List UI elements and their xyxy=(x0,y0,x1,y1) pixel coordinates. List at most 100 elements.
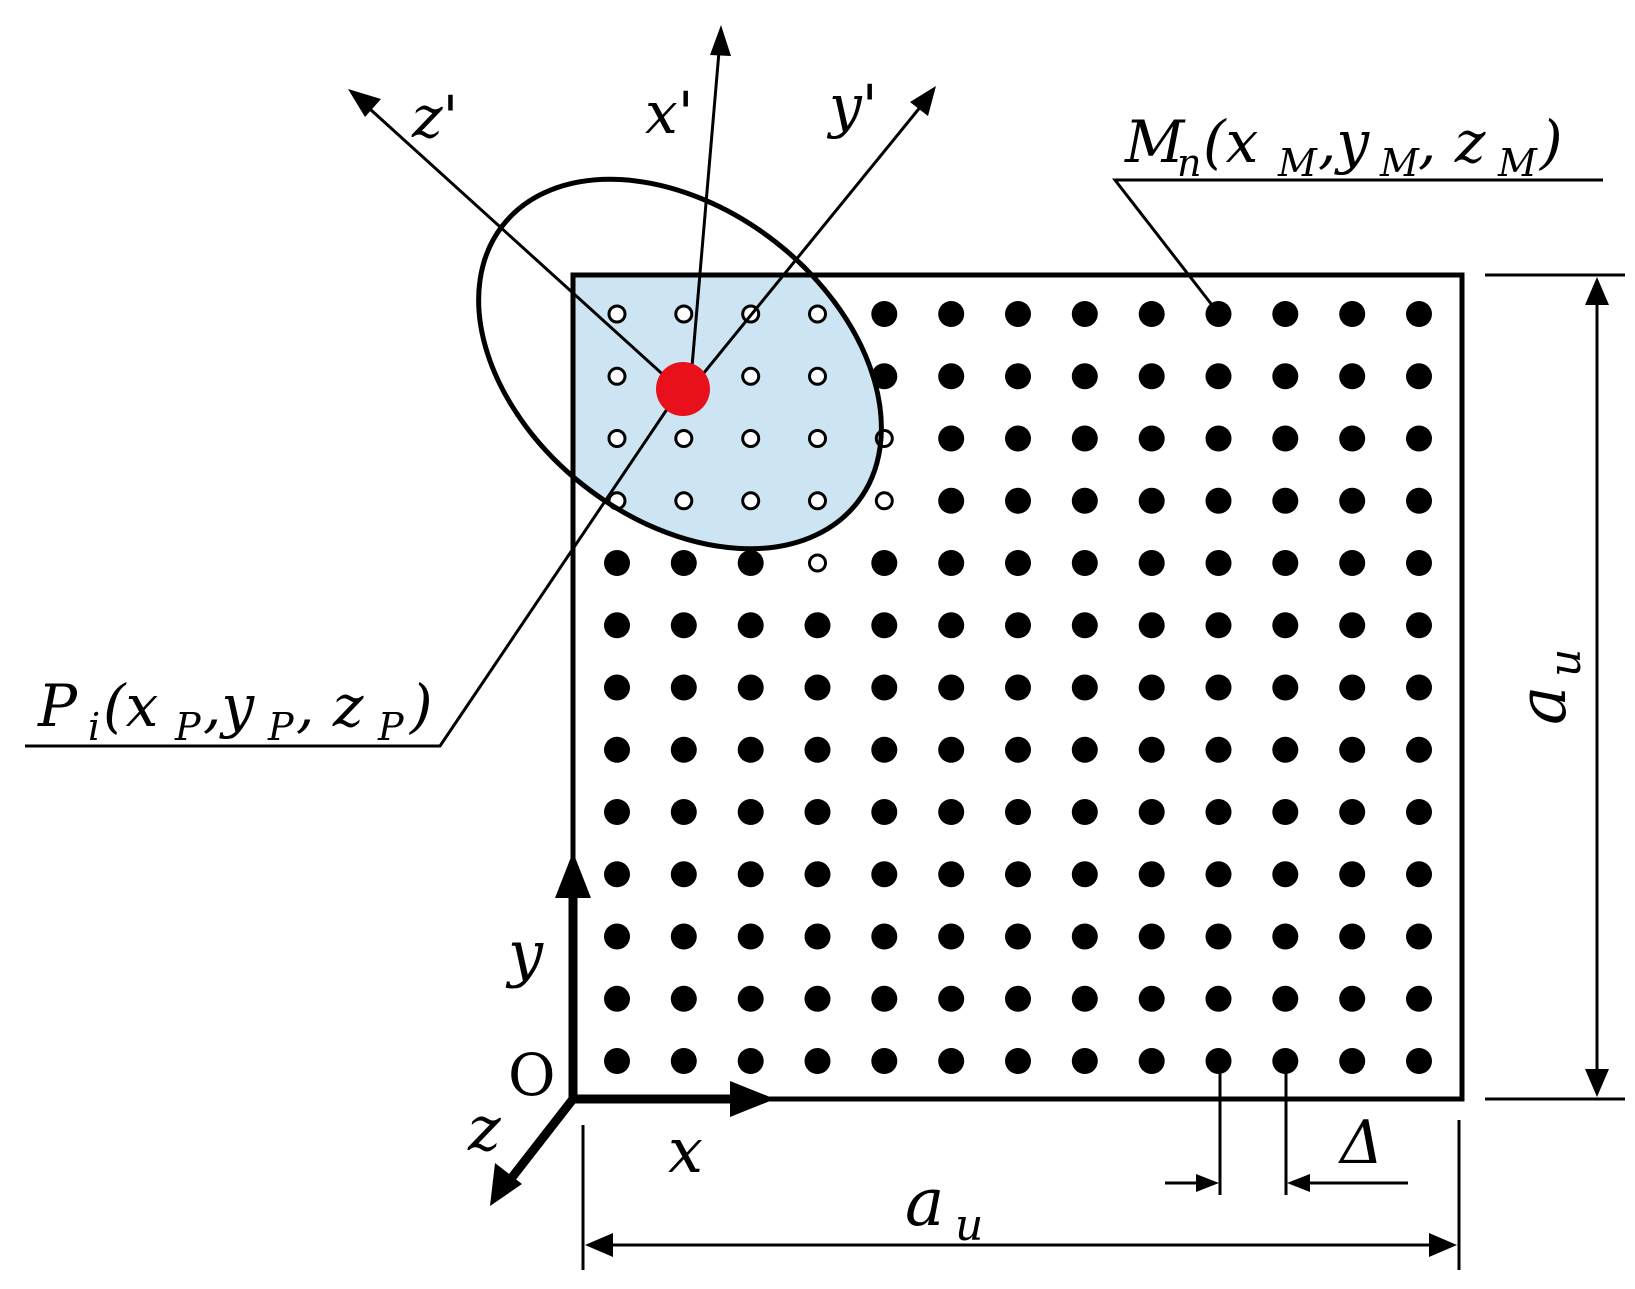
grid-point xyxy=(1071,363,1098,390)
grid-point xyxy=(1138,363,1165,390)
p-sub: i xyxy=(88,705,100,749)
y-axis-label: y xyxy=(505,917,544,990)
grid-point xyxy=(1205,1048,1232,1074)
grid-point xyxy=(1272,550,1299,576)
grid-point xyxy=(1205,799,1232,825)
grid-point xyxy=(938,923,965,950)
grid-point xyxy=(1272,736,1299,763)
grid-point xyxy=(1205,985,1232,1012)
grid-point xyxy=(871,736,898,763)
delta-arrow-left xyxy=(1196,1174,1219,1192)
grid-point xyxy=(1005,736,1031,763)
grid-point xyxy=(1138,923,1165,950)
grid-point-open xyxy=(741,491,761,511)
grid-point xyxy=(871,674,898,701)
x-prime-label: x' xyxy=(645,79,694,147)
grid-point xyxy=(804,674,831,701)
m-comma2: , z xyxy=(1418,108,1486,176)
x-axis-arrowhead xyxy=(730,1081,775,1117)
grid-point xyxy=(1339,923,1366,950)
grid-point xyxy=(1071,487,1098,514)
grid-point xyxy=(1272,301,1299,327)
grid-point xyxy=(1339,301,1366,327)
grid-point-open xyxy=(674,491,694,511)
z-prime-axis xyxy=(358,98,682,392)
grid-point xyxy=(1005,985,1031,1012)
bottom-dim-arrow-right xyxy=(1429,1233,1457,1257)
grid-point xyxy=(1138,736,1165,763)
grid-point xyxy=(1138,612,1165,639)
grid-point xyxy=(1272,861,1299,888)
grid-point xyxy=(1406,612,1432,639)
grid-point xyxy=(737,550,764,576)
grid-point xyxy=(604,674,630,701)
grid-point xyxy=(670,736,697,763)
grid-point xyxy=(1272,363,1299,390)
grid-point-open xyxy=(607,304,627,324)
grid-point xyxy=(938,1048,965,1074)
grid-point xyxy=(871,799,898,825)
grid-point xyxy=(938,487,965,514)
grid-point xyxy=(1272,487,1299,514)
grid-point xyxy=(1005,612,1031,639)
grid-point xyxy=(737,1048,764,1074)
grid-point xyxy=(1339,985,1366,1012)
grid-point xyxy=(1005,674,1031,701)
x-prime-axis xyxy=(688,39,722,391)
grid-point xyxy=(737,612,764,639)
grid-point xyxy=(1071,550,1098,576)
grid-point xyxy=(1071,301,1098,327)
p-close: ) xyxy=(408,672,433,740)
z-prime-label: z' xyxy=(411,83,459,151)
grid-point xyxy=(1138,425,1165,452)
grid-point xyxy=(1339,612,1366,639)
grid-point xyxy=(1071,425,1098,452)
p-comma2: , z xyxy=(296,672,364,740)
grid-point xyxy=(804,1048,831,1074)
p-main: P xyxy=(37,672,78,740)
grid-point xyxy=(1406,736,1432,763)
grid-point xyxy=(1005,1048,1031,1074)
p-open: (x xyxy=(103,672,158,740)
grid-point xyxy=(1205,487,1232,514)
grid-point-open xyxy=(607,366,627,386)
grid-point xyxy=(670,985,697,1012)
grid-point xyxy=(1138,985,1165,1012)
grid-point xyxy=(938,736,965,763)
global-axes xyxy=(490,852,775,1206)
grid-point xyxy=(670,612,697,639)
grid-point xyxy=(938,425,965,452)
grid-point xyxy=(938,363,965,390)
grid-point xyxy=(1406,674,1432,701)
leader-lines xyxy=(25,178,1603,748)
right-dim-main: a xyxy=(1504,686,1581,725)
grid-point xyxy=(938,799,965,825)
grid-point xyxy=(670,550,697,576)
grid-point xyxy=(1138,861,1165,888)
grid-point xyxy=(1071,1048,1098,1074)
grid-point-open xyxy=(808,304,827,324)
grid-point xyxy=(1138,674,1165,701)
grid-point xyxy=(1205,612,1232,639)
grid-point xyxy=(871,861,898,888)
grid-point xyxy=(604,612,630,639)
grid-point xyxy=(804,985,831,1012)
dimension-lines xyxy=(581,273,1625,1270)
grid-point xyxy=(670,1048,697,1074)
p-sub-y: P xyxy=(267,705,295,749)
m-sub-z: M xyxy=(1497,141,1538,185)
grid-point xyxy=(1272,674,1299,701)
origin-label: O xyxy=(508,1041,556,1109)
grid-point xyxy=(604,861,630,888)
grid-point xyxy=(604,799,630,825)
grid-point-open xyxy=(741,429,761,448)
grid-point xyxy=(1071,799,1098,825)
grid-point xyxy=(604,923,630,950)
grid-point xyxy=(604,985,630,1012)
grid-point xyxy=(1339,487,1366,514)
grid-point xyxy=(737,736,764,763)
grid-point xyxy=(1005,425,1031,452)
grid-point xyxy=(1406,799,1432,825)
grid-point xyxy=(1339,799,1366,825)
grid-point xyxy=(737,923,764,950)
